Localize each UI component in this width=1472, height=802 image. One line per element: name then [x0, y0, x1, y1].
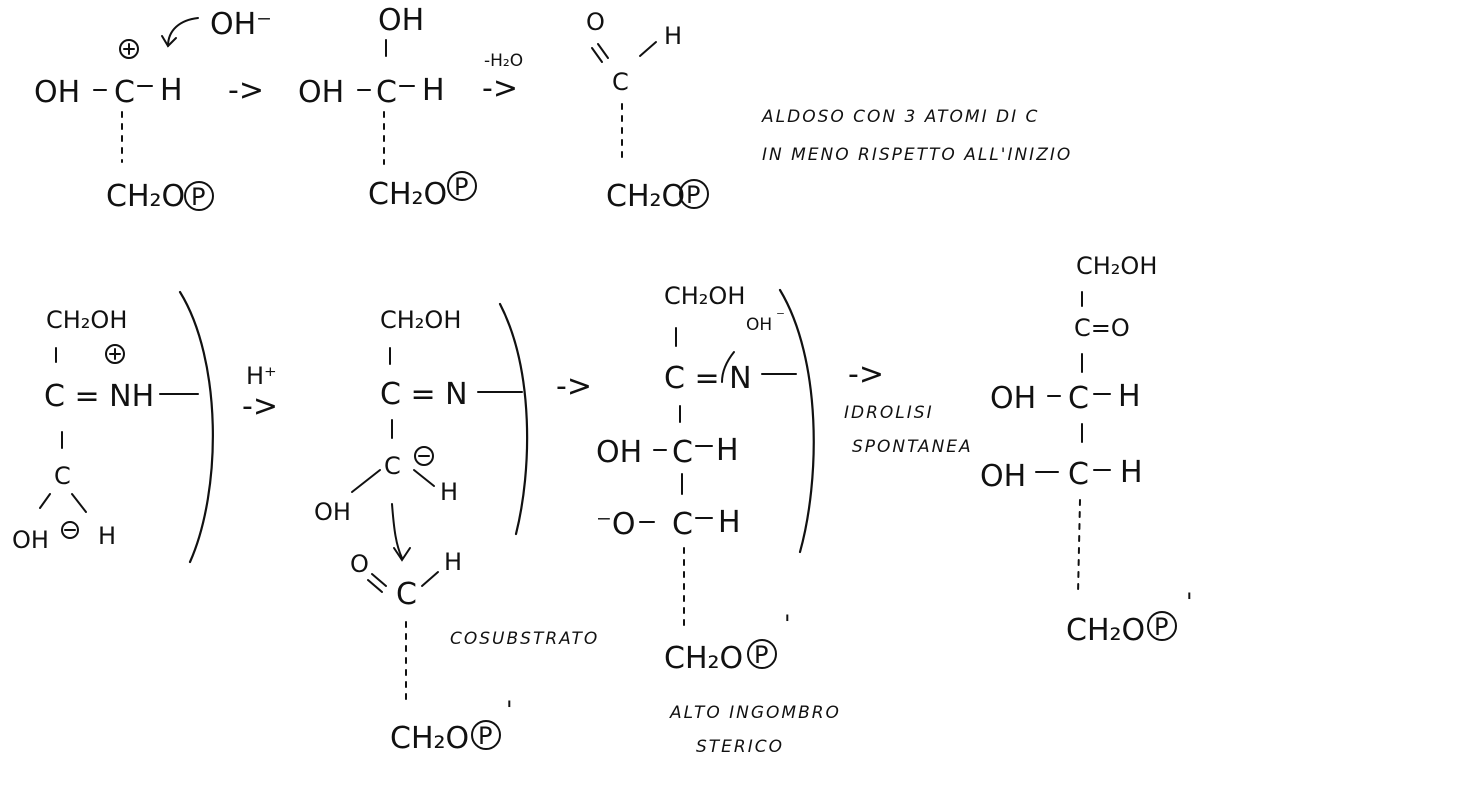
h-label: H: [664, 22, 682, 50]
phosphate-label: P: [754, 641, 768, 669]
iminium-structure: CH₂OH C = NH C OH H: [12, 290, 214, 564]
reaction-arrow-icon: ->: [556, 369, 592, 404]
imine-label: C = N: [380, 377, 468, 412]
charge-minus-icon: [414, 446, 434, 466]
ch2oh-label: CH₂OH: [664, 282, 745, 310]
reaction-arrow-icon: ->: [242, 389, 278, 424]
c-label: C: [396, 577, 417, 612]
hydrolysis-note-line2: SPONTANEA: [852, 437, 973, 457]
ch2o-label: CH₂O: [606, 179, 685, 214]
ch2oh-label: CH₂OH: [380, 306, 461, 334]
charge-minus-icon: [61, 521, 79, 539]
steric-note-line1: ALTO INGOMBRO: [669, 703, 841, 723]
curved-arrow-icon: [167, 17, 199, 47]
circled-p-icon: [184, 181, 214, 211]
h-label: H: [716, 433, 739, 468]
c-label: C: [612, 68, 629, 96]
phosphate-label: P: [686, 181, 700, 209]
oh-label: OH: [34, 75, 80, 110]
circled-p-icon: [1147, 611, 1177, 641]
ch2o-label: CH₂O: [1066, 613, 1145, 648]
phosphate-label: P: [454, 173, 468, 201]
aldose-note-line1: ALDOSO CON 3 ATOMI DI C: [761, 107, 1039, 127]
reaction-arrow-icon: ->: [848, 357, 884, 392]
oh-label: OH: [12, 526, 49, 554]
reaction-arrow-icon: ->: [228, 73, 264, 108]
ch2oh-label: CH₂OH: [1076, 252, 1157, 280]
c-label: C: [384, 452, 401, 480]
curved-arrow-icon: [391, 503, 403, 559]
h-label: H: [1118, 379, 1141, 414]
circled-p-icon: [471, 720, 501, 750]
charge-minus-icon: ⁻: [776, 307, 785, 327]
ch2o-label: CH₂O: [106, 179, 185, 214]
gem-diol-structure: OH OH C H CH₂O P: [298, 3, 477, 212]
ch2o-label: CH₂O: [664, 641, 743, 676]
oh-label: OH: [314, 498, 351, 526]
phosphate-label: P: [478, 722, 492, 750]
charge-plus-icon: [105, 344, 125, 364]
cosubstrate-note: COSUBSTRATO: [450, 629, 599, 649]
circled-p-icon: [679, 179, 709, 209]
phosphate-label: P: [191, 183, 205, 211]
reaction-arrow-icon: ->: [482, 71, 518, 106]
carbocation-structure: OH C H OH⁻ CH₂O P: [34, 7, 272, 214]
prime-mark: ': [506, 696, 513, 724]
c-label: C: [672, 507, 693, 542]
ketose-product-structure: CH₂OH C=O OH C H OH C H CH₂O P ': [980, 252, 1193, 648]
aldehyde-structure: O H C CH₂O P: [586, 8, 709, 214]
oh-label: OH: [980, 459, 1026, 494]
h-label: H: [1120, 455, 1143, 490]
oh-label: OH: [298, 75, 344, 110]
o-label: O: [350, 550, 369, 578]
h-label: H: [422, 73, 445, 108]
o-label: O: [586, 8, 605, 36]
water-loss-label: -H₂O: [484, 51, 523, 71]
iminium-label: C = NH: [44, 379, 154, 414]
oh-label: OH: [378, 3, 424, 38]
oh-label: OH: [746, 315, 772, 335]
carbanion-structure: CH₂OH C = N C OH H: [314, 302, 529, 562]
c-label: C: [672, 435, 693, 470]
h-label: H: [160, 73, 183, 108]
circled-p-icon: [747, 639, 777, 669]
circled-p-icon: [447, 171, 477, 201]
c-label: C: [114, 75, 135, 110]
addition-product-structure: CH₂OH OH ⁻ C = N OH C H ⁻O C H CH₂O P ': [596, 282, 815, 676]
h-label: H: [440, 478, 458, 506]
hydrolysis-note-line1: IDROLISI: [844, 403, 934, 423]
carbonyl-label: C=O: [1074, 314, 1130, 342]
alkoxide-label: ⁻O: [596, 507, 635, 542]
prime-mark: ': [784, 610, 791, 638]
h-label: H: [718, 505, 741, 540]
proton-label: H⁺: [246, 362, 277, 390]
curved-arrow-icon: [721, 351, 735, 383]
ch2o-label: CH₂O: [390, 721, 469, 756]
h-label: H: [98, 522, 116, 550]
aldose-note-line2: IN MENO RISPETTO ALL'INIZIO: [762, 145, 1072, 165]
h-label: H: [444, 548, 462, 576]
c-label: C: [54, 462, 71, 490]
prime-mark: ': [1186, 588, 1193, 616]
ch2o-label: CH₂O: [368, 177, 447, 212]
cosubstrate-structure: O C H CH₂O P ': [350, 548, 513, 756]
steric-note-line2: STERICO: [696, 737, 784, 757]
c-label: C: [376, 75, 397, 110]
c-label: C: [1068, 457, 1089, 492]
oh-label: OH: [596, 435, 642, 470]
charge-plus-icon: [119, 39, 139, 59]
ch2oh-label: CH₂OH: [46, 306, 127, 334]
imine-label: C = N: [664, 361, 752, 396]
oh-label: OH: [990, 381, 1036, 416]
hydroxide-label: OH⁻: [210, 7, 272, 42]
c-label: C: [1068, 381, 1089, 416]
phosphate-label: P: [1154, 613, 1168, 641]
